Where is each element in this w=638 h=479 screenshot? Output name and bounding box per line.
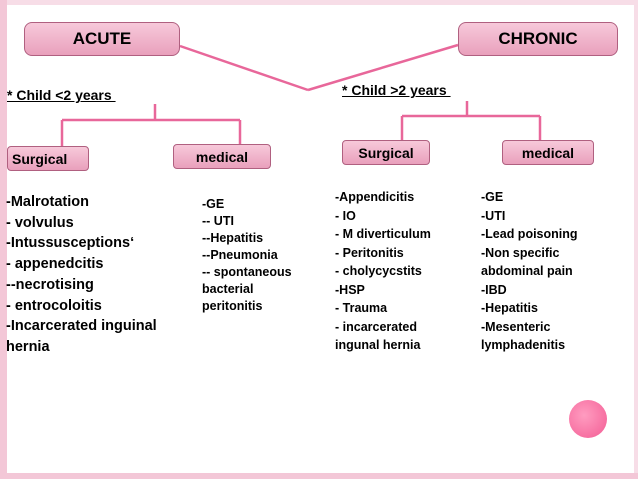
acute-medical-box: medical <box>173 144 271 169</box>
acute-box: ACUTE <box>24 22 180 56</box>
list-item: - M diverticulum <box>335 227 431 241</box>
list-item: hernia <box>6 338 50 355</box>
frame-top <box>0 0 638 5</box>
decorative-circle <box>569 400 607 438</box>
list-item: -UTI <box>481 208 506 223</box>
list-item: lymphadenitis <box>481 338 566 352</box>
list-item: -Malrotation <box>6 194 89 210</box>
frame-left <box>0 0 7 479</box>
list-item: -Intussusceptions‘ <box>6 235 135 252</box>
list-item: -- UTI <box>202 214 234 228</box>
chronic-medical-box: medical <box>502 140 594 165</box>
list-item: -Appendicitis <box>335 190 415 204</box>
chronic-title: CHRONIC <box>498 29 578 48</box>
acute-surgical-label: Surgical <box>12 150 68 167</box>
list-item: --necrotising <box>6 276 94 293</box>
list-item: --Hepatitis <box>202 231 264 245</box>
list-item: -GE <box>202 197 225 211</box>
chronic-medical-list: -GE -UTI -Lead poisoning -Non specific a… <box>481 188 578 355</box>
frame-bottom <box>0 473 638 479</box>
list-item: -Hepatitis <box>481 301 538 315</box>
list-item: --Pneumonia <box>202 248 278 262</box>
list-item: ingunal hernia <box>335 338 421 352</box>
list-item: -Non specific <box>481 245 560 260</box>
chronic-surgical-list: -Appendicitis - IO - M diverticulum - Pe… <box>335 188 431 355</box>
chronic-age-label: * Child >2 years <box>342 82 451 98</box>
list-item: peritonitis <box>202 299 263 313</box>
list-item: -Mesenteric <box>481 319 551 334</box>
list-item: -GE <box>481 190 504 204</box>
list-item: abdominal pain <box>481 264 573 278</box>
list-item: - Trauma <box>335 301 388 315</box>
frame-right <box>634 0 638 479</box>
chronic-surgical-box: Surgical <box>342 140 430 165</box>
acute-medical-label: medical <box>195 148 249 165</box>
list-item: - volvulus <box>6 214 74 231</box>
list-item: - entrocoloitis <box>6 297 102 314</box>
list-item: - appenedcitis <box>6 256 104 273</box>
list-item: - Peritonitis <box>335 245 404 260</box>
link-acute-line <box>179 44 309 92</box>
list-item: - incarcerated <box>335 319 417 334</box>
list-item: -- spontaneous <box>202 265 292 279</box>
list-item: -Incarcerated inguinal <box>6 318 157 335</box>
acute-surgical-box: Surgical <box>7 146 89 171</box>
acute-title: ACUTE <box>72 29 132 48</box>
link-chronic-line <box>307 43 459 92</box>
list-item: -IBD <box>481 282 507 297</box>
chronic-medical-label: medical <box>521 144 575 161</box>
list-item: -Lead poisoning <box>481 227 578 241</box>
list-item: -HSP <box>335 282 365 297</box>
acute-age-label: * Child <2 years <box>7 87 116 103</box>
list-item: - IO <box>335 208 356 223</box>
chronic-box: CHRONIC <box>458 22 618 56</box>
list-item: bacterial <box>202 282 254 296</box>
acute-surgical-list: -Malrotation - volvulus -Intussusception… <box>6 192 157 358</box>
list-item: - cholycycstits <box>335 264 422 278</box>
acute-medical-list: -GE -- UTI --Hepatitis --Pneumonia -- sp… <box>202 196 322 315</box>
chronic-surgical-label: Surgical <box>358 144 414 161</box>
